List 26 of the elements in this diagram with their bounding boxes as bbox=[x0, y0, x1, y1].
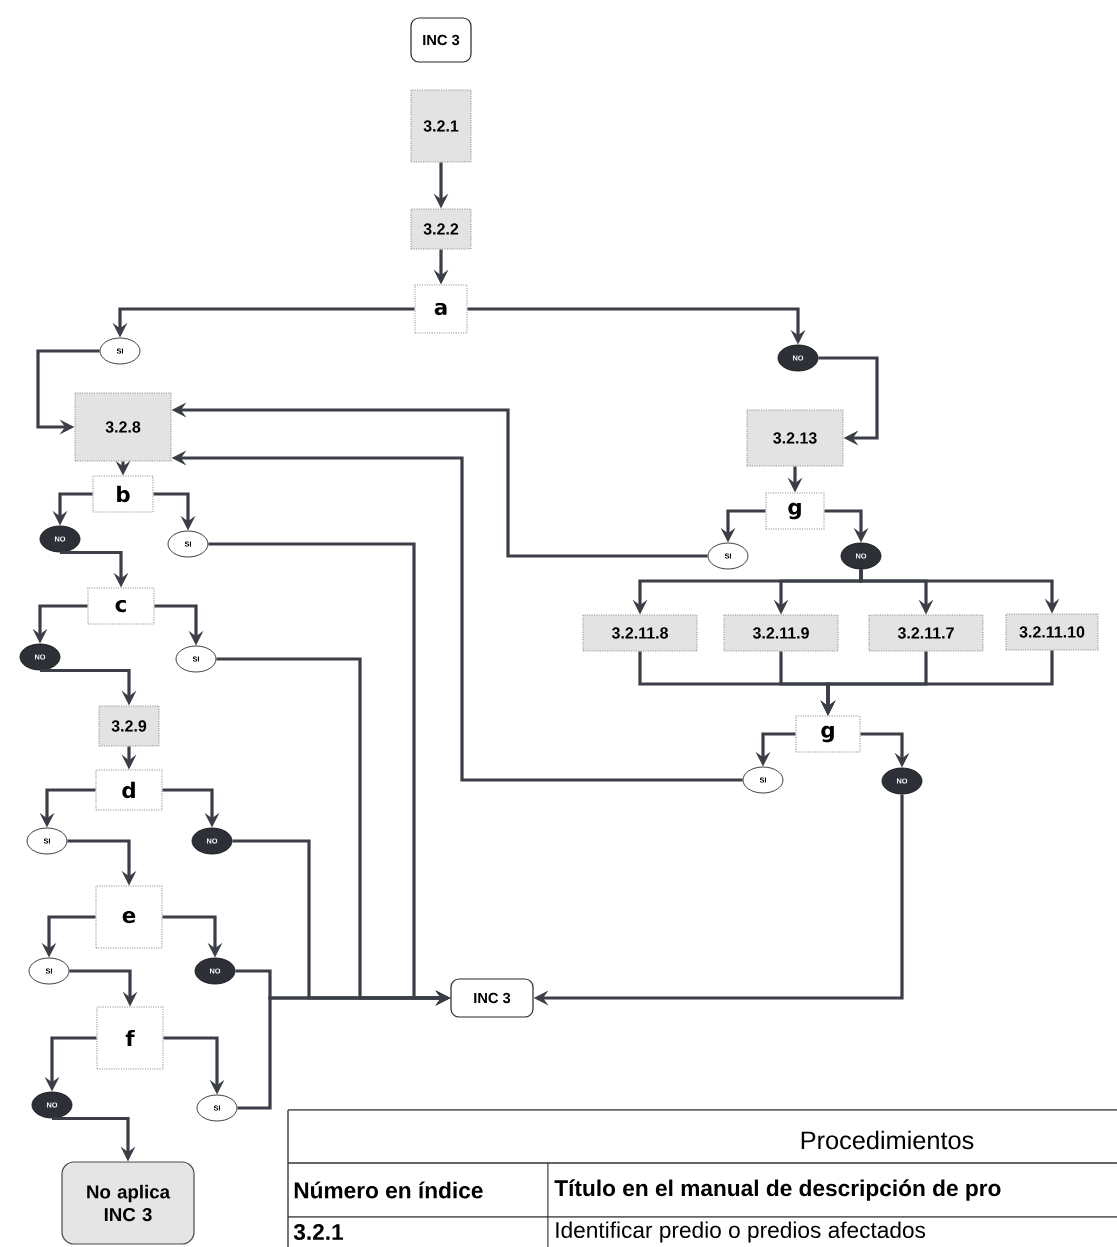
decision-box: d bbox=[95, 769, 163, 811]
decision-box: a bbox=[414, 284, 468, 334]
terminal-box: No aplica INC 3 bbox=[61, 1161, 195, 1245]
table-cell: Identificar predio o predios afectados bbox=[556, 1221, 926, 1243]
process-box: 3.2.11.9 bbox=[723, 614, 839, 652]
table-title: Procedimientos bbox=[801, 1130, 974, 1150]
decision-box: b bbox=[92, 475, 154, 513]
table-cell: 3.2.1 bbox=[293, 1223, 344, 1241]
decision-box: g bbox=[765, 492, 825, 530]
process-box: 3.2.1 bbox=[410, 89, 472, 163]
process-box: 3.2.9 bbox=[98, 705, 160, 747]
process-box: 3.2.11.7 bbox=[868, 614, 984, 652]
process-box: 3.2.11.10 bbox=[1005, 613, 1099, 651]
table-header: Título en el manual de descripción de pro bbox=[554, 1179, 1001, 1201]
process-box: 3.2.8 bbox=[74, 392, 172, 462]
terminal-box: INC 3 bbox=[410, 17, 472, 63]
decision-box: g bbox=[795, 715, 861, 753]
arrow bbox=[818, 356, 879, 446]
process-box: 3.2.11.8 bbox=[582, 614, 698, 652]
process-box: 3.2.2 bbox=[410, 208, 472, 250]
table-header: Número en índice bbox=[294, 1181, 483, 1199]
decision-box: f bbox=[96, 1006, 164, 1070]
decision-box: e bbox=[95, 885, 163, 949]
terminal-box: INC 3 bbox=[450, 978, 534, 1018]
process-box: 3.2.13 bbox=[746, 409, 844, 467]
decision-box: c bbox=[87, 587, 155, 625]
